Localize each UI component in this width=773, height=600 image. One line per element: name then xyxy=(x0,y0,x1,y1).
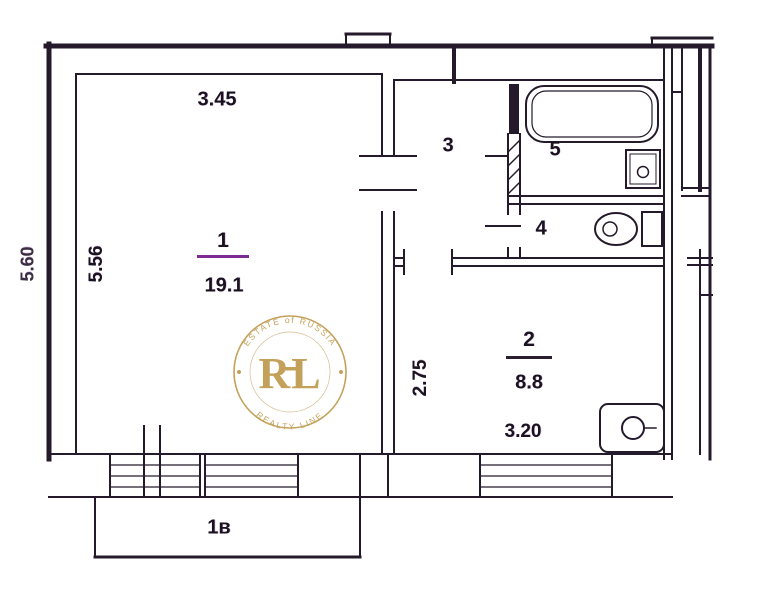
washbasin-icon xyxy=(625,149,661,189)
kitchen-sink-icon xyxy=(599,403,665,453)
toilet-icon xyxy=(594,211,663,247)
balcony-outline xyxy=(93,496,362,559)
interior-walls xyxy=(381,73,665,455)
room-1-number: 1 xyxy=(217,229,229,252)
balcony-label: 1в xyxy=(207,516,231,539)
vent-shaft-hatch xyxy=(506,138,522,196)
room-1-area: 19.1 xyxy=(204,274,244,297)
dim-room1-depth: 5.56 xyxy=(86,245,107,283)
adjacent-structure xyxy=(671,44,713,455)
room-2-area: 8.8 xyxy=(515,371,543,394)
dim-left-outer: 5.60 xyxy=(17,246,38,282)
room-1-underline xyxy=(197,255,249,258)
room-2-number: 2 xyxy=(523,328,535,351)
watermark-left-dot xyxy=(237,370,241,374)
watermark-initials-bar xyxy=(283,367,300,371)
room-2-underline xyxy=(506,356,552,359)
watermark-stamp: ESTATE of RUSSIA REALTY LINE RL xyxy=(233,315,347,432)
balcony-door-marks xyxy=(143,425,161,498)
watermark-initials: RL xyxy=(258,349,321,398)
room-4-number: 4 xyxy=(535,217,547,240)
exterior-walls xyxy=(43,32,715,498)
dim-kitchen-width: 3.20 xyxy=(504,421,542,442)
room-5-number: 5 xyxy=(549,138,561,161)
door-opening-marks xyxy=(359,155,521,275)
dim-top-width: 3.45 xyxy=(197,88,237,111)
dim-kitchen-depth: 2.75 xyxy=(410,359,431,397)
watermark-right-dot xyxy=(339,370,343,374)
windows xyxy=(109,453,613,498)
bathtub-icon xyxy=(525,85,659,143)
room-3-number: 3 xyxy=(442,134,454,157)
